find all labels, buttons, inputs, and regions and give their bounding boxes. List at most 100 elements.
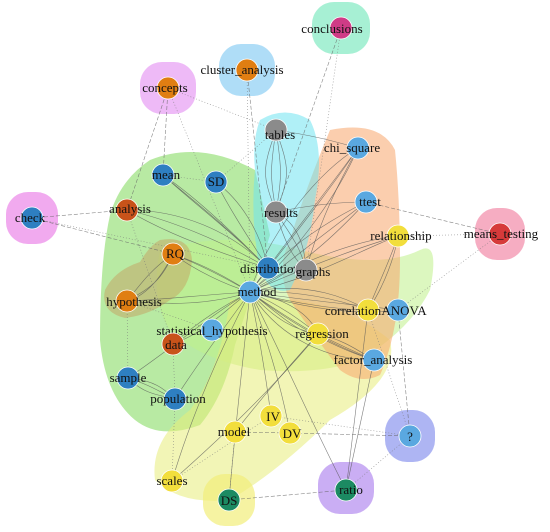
node-factor-analysis[interactable]: factor_analysis <box>334 348 413 372</box>
nodes: conclusions cluster_analysis concepts ta… <box>15 16 539 512</box>
node-question-circle <box>398 424 422 448</box>
node-relationship[interactable]: relationship <box>370 224 432 248</box>
edge-ds-ratio <box>228 489 347 501</box>
edges <box>31 27 501 501</box>
node-ds[interactable]: DS <box>217 488 241 512</box>
node-tables[interactable]: tables <box>264 118 295 142</box>
node-concepts-label: concepts <box>142 80 187 95</box>
node-statistical-hypothesis[interactable]: statistical_hypothesis <box>156 318 268 342</box>
edge-concepts-analysis <box>126 87 169 211</box>
node-method-label: method <box>238 284 277 299</box>
node-model-label: model <box>218 424 251 439</box>
node-rq-circle <box>161 242 185 266</box>
edge-check-distribution <box>31 217 269 269</box>
edge-scales-regression <box>171 333 319 482</box>
edge-cluster-method <box>246 69 251 293</box>
node-dv-circle <box>278 421 302 445</box>
node-correlation-label: correlation <box>325 303 382 318</box>
node-scales[interactable]: scales <box>156 469 188 493</box>
edge-model-regression <box>234 333 319 433</box>
node-cluster-analysis-circle <box>235 58 259 82</box>
node-concepts[interactable]: concepts <box>142 76 188 100</box>
node-iv[interactable]: IV <box>259 404 283 428</box>
node-distribution-circle <box>256 256 280 280</box>
node-correlation[interactable]: correlation <box>325 298 382 322</box>
node-question[interactable]: ? <box>398 424 422 448</box>
node-hypothesis[interactable]: hypothesis <box>106 289 162 313</box>
edge-concepts-mean <box>162 87 169 176</box>
edge-means-testing-anova <box>397 233 501 311</box>
node-means-testing[interactable]: means_testing <box>464 222 539 246</box>
edge-means-testing-ttest <box>365 201 501 235</box>
node-correlation-circle <box>356 298 380 322</box>
node-sd[interactable]: SD <box>204 170 228 194</box>
edge-ds-method <box>228 291 251 501</box>
node-dv[interactable]: DV <box>278 421 302 445</box>
node-iv-circle <box>259 404 283 428</box>
node-means-testing-circle <box>488 222 512 246</box>
node-data-label: data <box>165 337 187 352</box>
node-data[interactable]: data <box>161 332 187 356</box>
edge-concepts-method <box>167 87 251 293</box>
node-anova[interactable]: ANOVA <box>381 298 427 322</box>
node-analysis-circle <box>115 198 139 222</box>
node-method[interactable]: method <box>238 280 277 304</box>
node-ds-label: DS <box>221 493 238 508</box>
node-means-testing-label: means_testing <box>464 226 539 241</box>
node-graphs-label: graphs <box>296 264 331 279</box>
node-distribution-label: distribution <box>240 261 300 276</box>
node-cluster-analysis-label: cluster_analysis <box>200 62 283 77</box>
node-cluster-analysis[interactable]: cluster_analysis <box>200 58 284 82</box>
node-graphs-circle <box>294 258 318 282</box>
node-graphs[interactable]: graphs <box>294 258 331 282</box>
node-anova-label: ANOVA <box>381 303 427 318</box>
node-mean[interactable]: mean <box>151 163 181 187</box>
node-factor-analysis-circle <box>362 348 386 372</box>
node-concepts-circle <box>156 76 180 100</box>
node-ratio-circle <box>334 478 358 502</box>
node-population[interactable]: population <box>150 387 206 411</box>
node-scales-circle <box>160 469 184 493</box>
edge-dv-method <box>249 291 291 434</box>
node-mean-circle <box>151 163 175 187</box>
node-check-circle <box>20 206 44 230</box>
node-hypothesis-circle <box>115 289 139 313</box>
node-distribution[interactable]: distribution <box>240 256 300 280</box>
node-regression[interactable]: regression <box>295 322 349 346</box>
node-rq-label: RQ <box>166 246 185 261</box>
node-chi-square[interactable]: chi_square <box>324 136 381 160</box>
node-results[interactable]: results <box>264 200 298 224</box>
node-analysis[interactable]: analysis <box>109 198 151 222</box>
node-conclusions-label: conclusions <box>301 21 362 36</box>
node-conclusions[interactable]: conclusions <box>301 16 363 40</box>
node-dv-label: DV <box>283 426 302 441</box>
edge-question-dv <box>289 432 411 437</box>
node-results-circle <box>264 200 288 224</box>
edge-population-method <box>174 291 251 400</box>
node-population-circle <box>163 387 187 411</box>
node-iv-label: IV <box>266 409 280 424</box>
node-sample[interactable]: sample <box>110 366 147 390</box>
node-conclusions-circle <box>329 16 353 40</box>
node-model-circle <box>223 420 247 444</box>
node-rq[interactable]: RQ <box>161 242 185 266</box>
edge-conclusions-results <box>275 27 342 213</box>
node-ratio[interactable]: ratio <box>334 478 363 502</box>
edge-graphs-chisquare <box>305 147 359 271</box>
edge-check-rq <box>31 217 174 255</box>
edge-sample-method <box>127 291 251 379</box>
node-check[interactable]: check <box>15 206 46 230</box>
node-analysis-label: analysis <box>109 201 151 216</box>
node-mean-label: mean <box>152 167 181 182</box>
node-ttest[interactable]: ttest <box>354 190 381 214</box>
node-model[interactable]: model <box>218 420 251 444</box>
node-question-label: ? <box>407 429 413 444</box>
node-regression-circle <box>306 322 330 346</box>
edge-question-correlation <box>367 309 411 437</box>
edge-method-chisquare <box>249 147 359 293</box>
node-chi-square-label: chi_square <box>324 140 381 155</box>
edge-method-anova <box>249 291 399 313</box>
edge-means-testing-relationship <box>397 233 501 237</box>
node-sd-label: SD <box>208 174 225 189</box>
